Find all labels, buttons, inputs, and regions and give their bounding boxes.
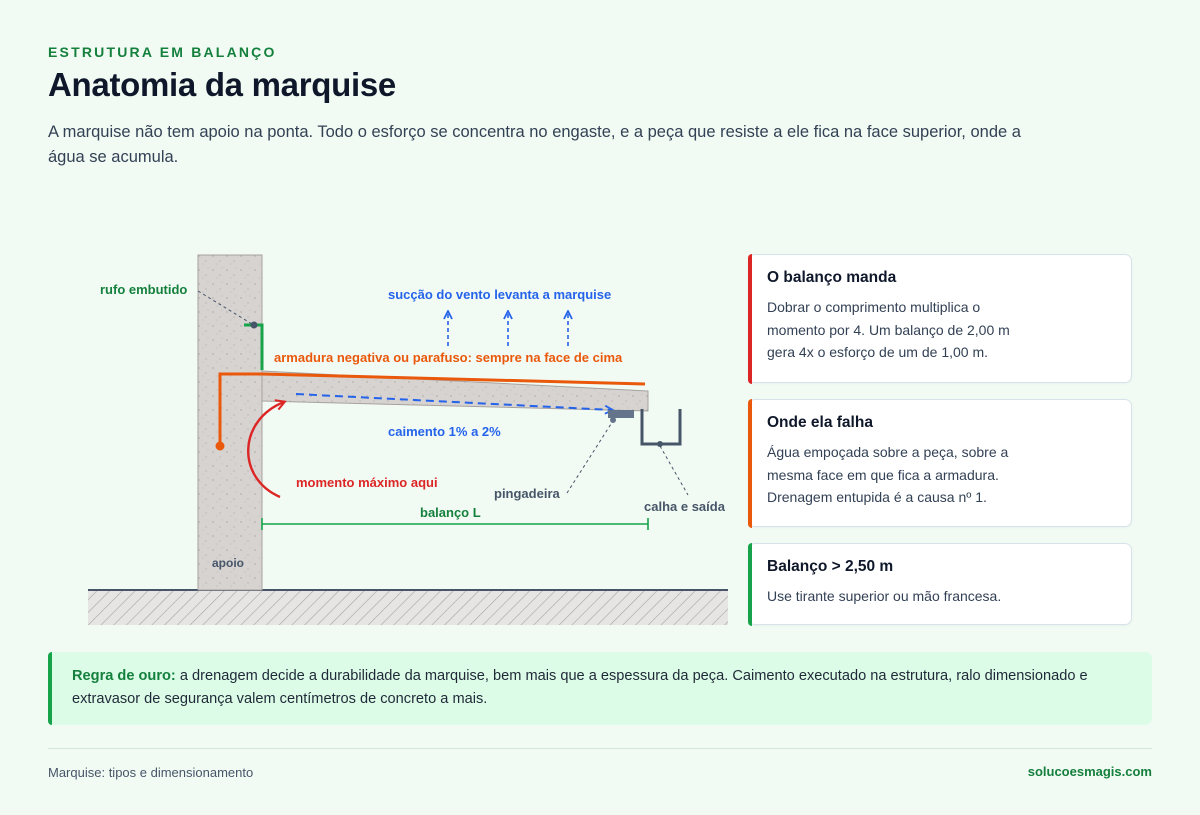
label-caimento: caimento 1% a 2% — [388, 424, 501, 439]
flashing-leader — [197, 290, 253, 325]
golden-rule-text: a drenagem decide a durabilidade da marq… — [72, 668, 1088, 707]
page-title: Anatomia da marquise — [48, 66, 396, 103]
label-rufo: rufo embutido — [100, 282, 187, 297]
card-title: Balanço > 2,50 m — [767, 558, 894, 575]
flashing-line — [244, 323, 264, 370]
lead-paragraph: A marquise não tem apoio na ponta. Todo … — [48, 123, 1021, 166]
label-succao: sucção do vento levanta a marquise — [388, 287, 611, 302]
gutter-point — [657, 441, 663, 447]
card-falha: Onde ela falha Água empoçada sobre a peç… — [747, 398, 1132, 528]
label-balanco: balanço L — [420, 505, 481, 520]
moment-arc — [247, 402, 284, 499]
cantilever-slab — [261, 370, 649, 412]
label-calha: calha e saída — [644, 499, 726, 514]
kicker-label: ESTRUTURA EM BALANÇO — [48, 44, 277, 60]
footer-divider — [48, 748, 1152, 749]
support-column — [197, 254, 263, 591]
slope-arrow — [295, 393, 612, 410]
reinforcement-end — [215, 441, 225, 451]
card-text: Use tirante superior ou mão francesa. — [767, 588, 1002, 604]
negative-reinforcement — [218, 372, 646, 446]
card-text: Dobrar o comprimento multiplica o moment… — [767, 299, 1010, 360]
label-pingadeira: pingadeira — [494, 486, 561, 501]
label-apoio: apoio — [212, 556, 244, 570]
marquise-diagram: rufo embutido sucção do vento levanta a … — [88, 254, 728, 625]
gutter — [640, 409, 682, 446]
drip-point — [610, 417, 616, 423]
flashing-point — [250, 321, 258, 329]
footer-source: Marquise: tipos e dimensionamento — [48, 765, 254, 780]
label-armadura: armadura negativa ou parafuso: sempre na… — [274, 350, 623, 365]
ground-hatch — [88, 591, 728, 625]
card-limite: Balanço > 2,50 m Use tirante superior ou… — [747, 542, 1132, 626]
drip-edge — [608, 410, 634, 418]
label-momento: momento máximo aqui — [296, 475, 438, 490]
card-title: O balanço manda — [767, 269, 897, 286]
card-text: Água empoçada sobre a peça, sobre a mesm… — [767, 444, 1009, 505]
golden-rule-box: Regra de ouro: a drenagem decide a durab… — [48, 652, 1152, 725]
card-title: Onde ela falha — [767, 414, 873, 431]
info-cards: O balanço manda Dobrar o comprimento mul… — [747, 253, 1132, 641]
card-balanco: O balanço manda Dobrar o comprimento mul… — [747, 253, 1132, 384]
footer-site: solucoesmagis.com — [1027, 764, 1152, 779]
drip-leader — [566, 423, 612, 494]
gutter-leader — [659, 445, 689, 496]
golden-rule-label: Regra de ouro: — [72, 668, 176, 684]
